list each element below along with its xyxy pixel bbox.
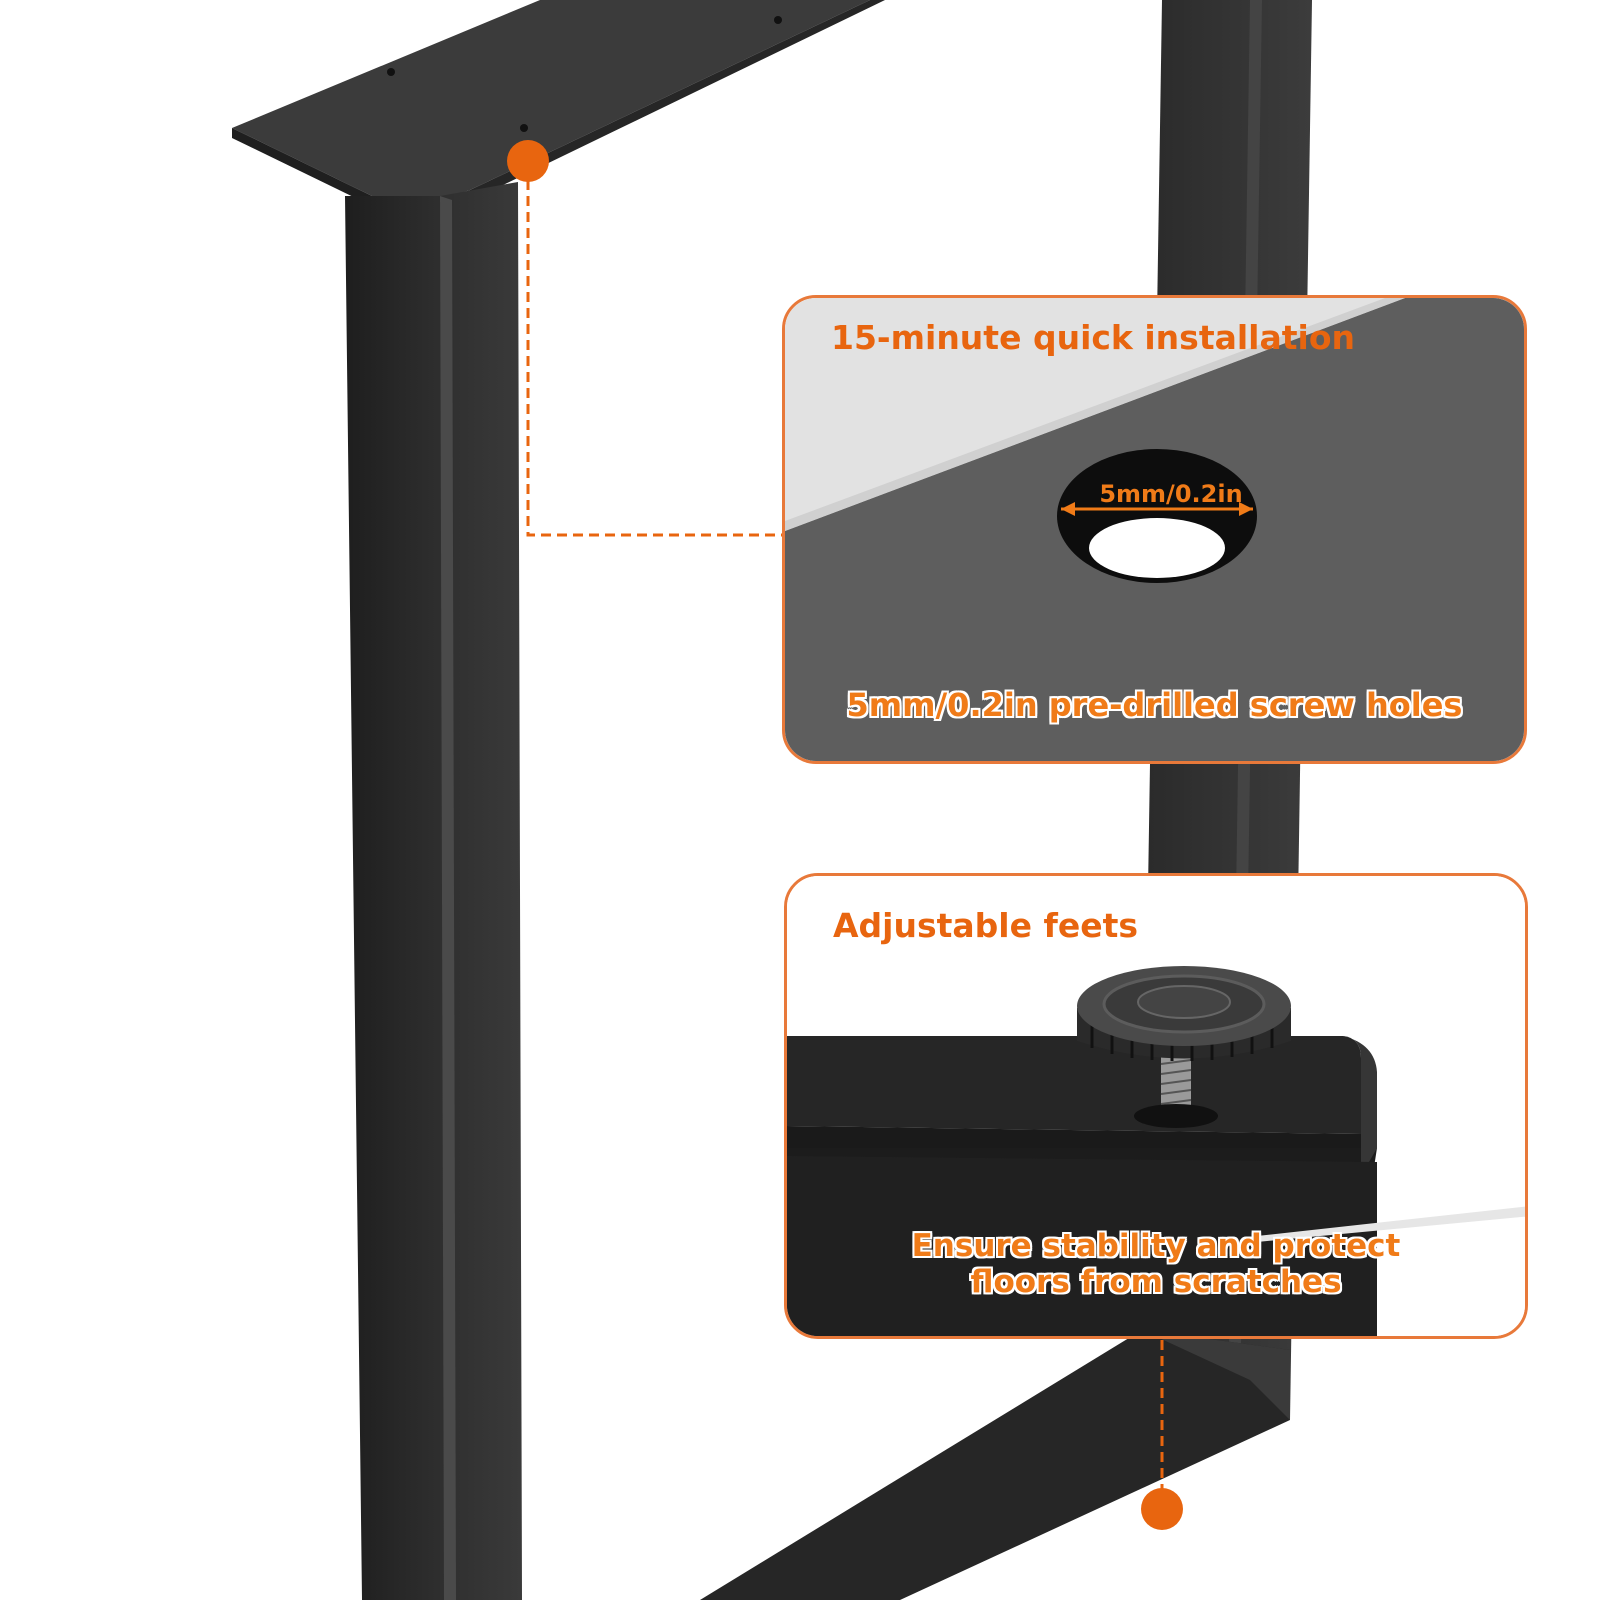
installation-leader-line — [526, 180, 782, 537]
feet-caption-line-1: Ensure stability and protect — [911, 1228, 1401, 1264]
feet-marker-dot — [1141, 1488, 1183, 1530]
feet-title: Adjustable feets — [833, 906, 1138, 945]
hole-size-label: 5mm/0.2in — [1099, 480, 1243, 508]
installation-marker-dot — [507, 140, 549, 182]
front-leg — [345, 182, 522, 1600]
bottom-rail — [700, 1330, 1290, 1600]
feet-caption-line-2: floors from scratches — [970, 1264, 1342, 1300]
adjustable-foot-closeup — [787, 876, 1525, 1336]
feet-caption: Ensure stability and protect floors from… — [787, 1228, 1525, 1300]
mounting-plate — [232, 0, 870, 212]
installation-title: 15-minute quick installation — [831, 318, 1356, 357]
feet-callout: Adjustable feets Ensure stability and pr… — [784, 873, 1528, 1339]
screw-hole-closeup — [785, 298, 1524, 761]
installation-caption: 5mm/0.2in pre-drilled screw holes — [846, 686, 1463, 724]
installation-callout: 15-minute quick installation 5mm/0.2in 5… — [782, 295, 1527, 764]
